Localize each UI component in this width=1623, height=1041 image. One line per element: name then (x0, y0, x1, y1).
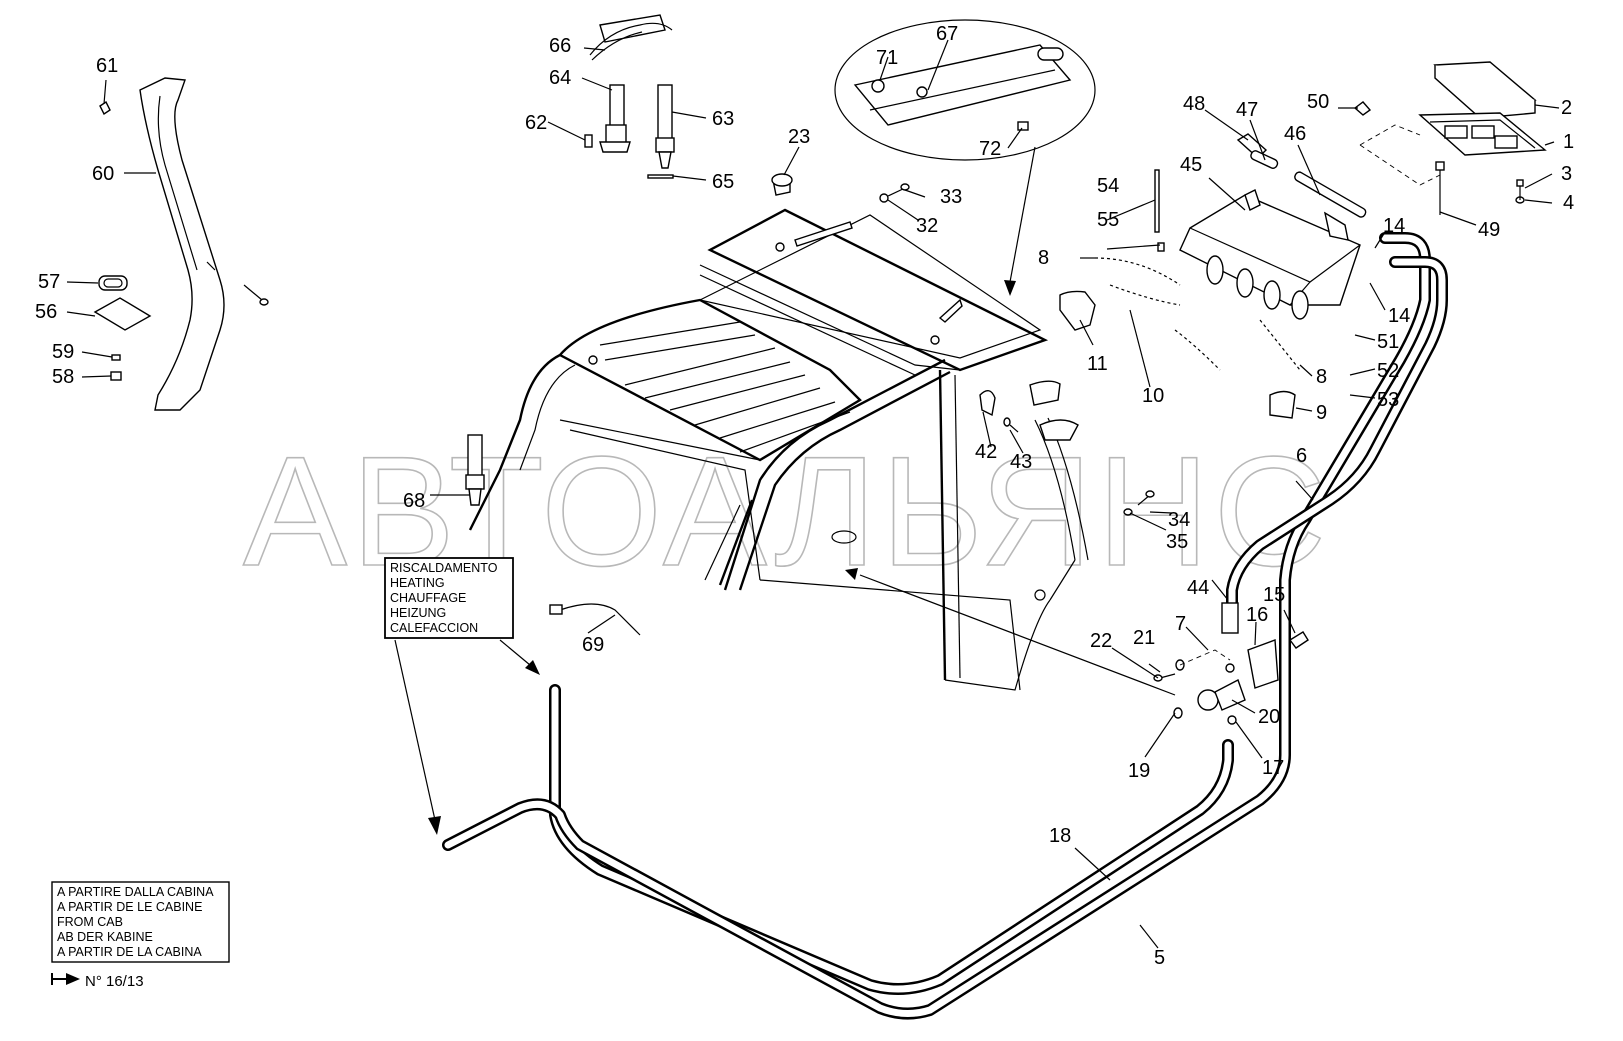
label-57: 57 (38, 271, 60, 293)
label-34: 34 (1168, 509, 1190, 531)
label-66: 66 (549, 35, 571, 57)
label-45: 45 (1180, 154, 1202, 176)
label-10: 10 (1142, 385, 1164, 407)
heating-line-1: RISCALDAMENTO (390, 561, 498, 575)
hose-6 (1226, 256, 1448, 626)
label-15: 15 (1263, 584, 1285, 606)
leader-lines (66, 39, 1560, 949)
label-69: 69 (582, 634, 604, 656)
label-14-bottom: 14 (1388, 305, 1410, 327)
parts-68-69 (465, 434, 641, 636)
label-14-top: 14 (1383, 215, 1405, 237)
label-23: 23 (788, 126, 810, 148)
label-71: 71 (876, 47, 898, 69)
from-cab-line-3: FROM CAB (57, 915, 123, 929)
label-54: 54 (1097, 175, 1119, 197)
label-8-bottom: 8 (1316, 366, 1327, 388)
reference-text: N° 16/13 (85, 973, 144, 990)
label-3: 3 (1561, 163, 1572, 185)
label-1: 1 (1563, 131, 1574, 153)
label-35: 35 (1166, 531, 1188, 553)
flex-ducts (1059, 257, 1301, 419)
label-64: 64 (549, 67, 571, 89)
part-number-labels: 61 60 57 56 59 58 66 64 62 63 65 71 67 7… (35, 23, 1574, 969)
pillar-trim-60 (139, 77, 225, 411)
heating-line-4: HEIZUNG (390, 606, 446, 620)
label-8-top: 8 (1038, 247, 1049, 269)
label-11: 11 (1087, 353, 1108, 375)
label-43: 43 (1010, 451, 1032, 473)
arrows (394, 146, 1176, 835)
label-49: 49 (1478, 219, 1500, 241)
heating-line-5: CALEFACCION (390, 621, 478, 635)
label-53: 53 (1377, 389, 1399, 411)
label-7: 7 (1175, 613, 1186, 635)
from-cab-line-4: AB DER KABINE (57, 930, 153, 944)
label-9: 9 (1316, 402, 1327, 424)
label-5: 5 (1154, 947, 1165, 969)
label-47: 47 (1236, 99, 1258, 121)
label-18: 18 (1049, 825, 1071, 847)
fittings-62-66 (584, 14, 675, 179)
label-6: 6 (1296, 445, 1307, 467)
label-72: 72 (979, 138, 1001, 160)
label-60: 60 (92, 163, 114, 185)
parts-56-59 (93, 100, 269, 381)
heating-line-3: CHAUFFAGE (390, 591, 466, 605)
parts-23-33 (771, 173, 910, 203)
label-32: 32 (916, 215, 938, 237)
label-22: 22 (1090, 630, 1112, 652)
label-67: 67 (936, 23, 958, 45)
parts-34-43 (979, 390, 1155, 516)
label-58: 58 (52, 366, 74, 388)
label-48: 48 (1183, 93, 1205, 115)
hose-18 (549, 684, 1234, 995)
vent-box-1-2 (1353, 61, 1547, 215)
label-20: 20 (1258, 706, 1280, 728)
label-65: 65 (712, 171, 734, 193)
label-68: 68 (403, 490, 425, 512)
label-56: 56 (35, 301, 57, 323)
label-55: 55 (1097, 209, 1119, 231)
cab-frame (468, 208, 1089, 691)
label-46: 46 (1284, 123, 1306, 145)
label-59: 59 (52, 341, 74, 363)
from-cab-label-box: A PARTIRE DALLA CABINA A PARTIR DE LE CA… (51, 881, 230, 963)
label-33: 33 (940, 186, 962, 208)
from-cab-line-2: A PARTIR DE LE CABINE (57, 900, 202, 914)
label-21: 21 (1133, 627, 1155, 649)
label-44: 44 (1187, 577, 1209, 599)
label-62: 62 (525, 112, 547, 134)
label-4: 4 (1563, 192, 1574, 214)
label-51: 51 (1377, 331, 1399, 353)
label-16: 16 (1246, 604, 1268, 626)
valve-assembly (1153, 602, 1309, 725)
hose-5 (442, 232, 1431, 1020)
from-cab-line-1: A PARTIRE DALLA CABINA (57, 885, 214, 899)
label-2: 2 (1561, 97, 1572, 119)
from-cab-line-5: A PARTIR DE LA CABINA (57, 945, 202, 959)
reference-arrow: N° 16/13 (51, 973, 144, 990)
label-19: 19 (1128, 760, 1150, 782)
label-17: 17 (1262, 757, 1284, 779)
label-61: 61 (96, 55, 118, 77)
label-63: 63 (712, 108, 734, 130)
heating-label-box: RISCALDAMENTO HEATING CHAUFFAGE HEIZUNG … (384, 557, 514, 639)
detail-inset (834, 19, 1096, 161)
heating-line-2: HEATING (390, 576, 445, 590)
label-52: 52 (1377, 360, 1399, 382)
label-50: 50 (1307, 91, 1329, 113)
label-42: 42 (975, 441, 997, 463)
